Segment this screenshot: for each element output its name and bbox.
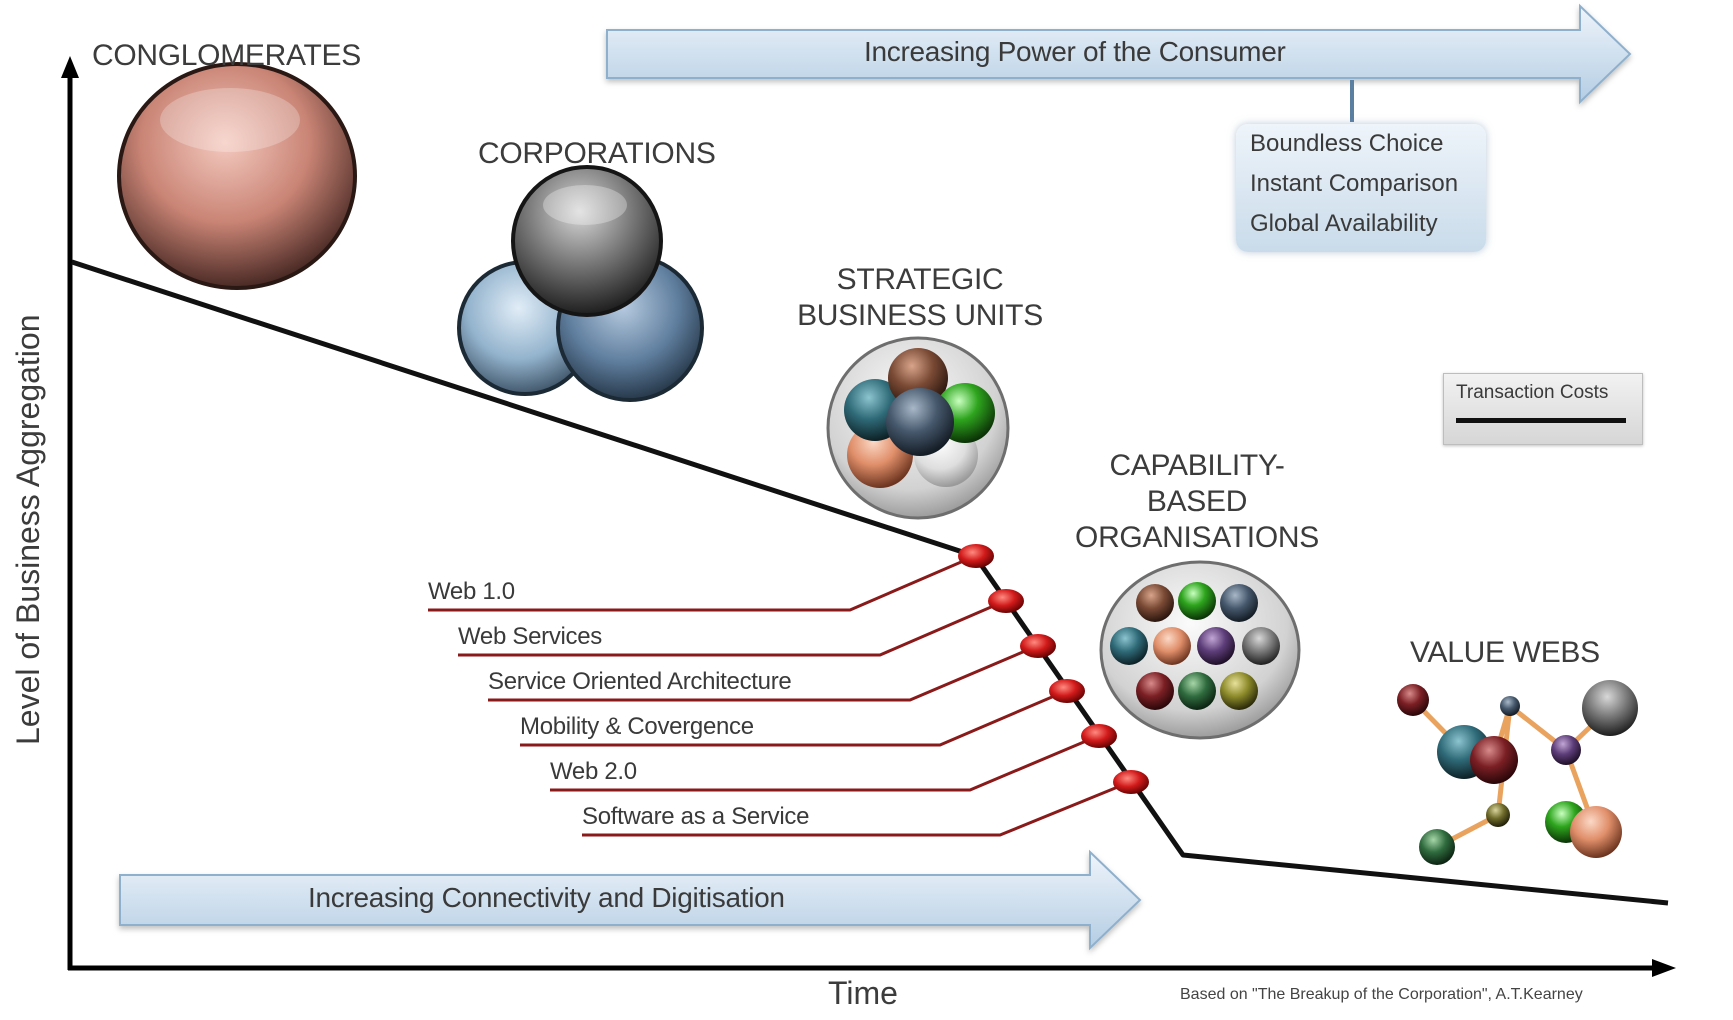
milestone-saas	[1113, 770, 1149, 794]
cbo-sphere-5	[1153, 627, 1191, 665]
leader-web-services	[458, 599, 1006, 657]
consumer-benefit: Instant Comparison	[1250, 170, 1459, 197]
conglomerates-graphic	[117, 62, 357, 290]
value-web-node-peach	[1570, 806, 1622, 858]
cbo-sphere-1	[1136, 584, 1174, 622]
stage-title-line: BUSINESS UNITS	[797, 299, 1043, 332]
sbu-graphic	[826, 336, 1010, 520]
stage-title-line: ORGANISATIONS	[1075, 521, 1319, 554]
y-axis-label: Level of Business Aggregation	[10, 314, 46, 745]
bottom-arrow-shape	[119, 849, 1142, 951]
stage-title-capability-based-organisations: CAPABILITY- BASED ORGANISATIONS	[1062, 448, 1332, 556]
value-web-node-slate	[1500, 696, 1520, 716]
technology-label: Mobility & Covergence	[520, 713, 754, 740]
x-axis-label: Time	[828, 975, 898, 1011]
corporation-highlight	[543, 185, 627, 225]
value-web-node-purple	[1551, 735, 1581, 765]
value-web-node-forest	[1419, 829, 1455, 865]
technology-leaders	[428, 554, 1131, 837]
stage-title-line: CORPORATIONS	[478, 137, 716, 170]
cbo-sphere-8	[1136, 672, 1174, 710]
milestone-web-services	[988, 589, 1024, 613]
transaction-cost-line	[71, 259, 1669, 906]
stage-title-corporations: CORPORATIONS	[478, 136, 716, 172]
milestones	[958, 544, 1149, 794]
cbo-sphere-6	[1197, 627, 1235, 665]
y-axis-arrowhead	[61, 56, 79, 78]
technology-label: Software as a Service	[582, 803, 810, 830]
leader-web-1-0	[428, 554, 976, 612]
source-credit: Based on "The Breakup of the Corporation…	[1180, 986, 1583, 1003]
leader-saas	[582, 780, 1131, 837]
cbo-sphere-10	[1220, 672, 1258, 710]
stage-title-conglomerates: CONGLOMERATES	[92, 38, 361, 74]
stage-title-line: CAPABILITY-	[1109, 449, 1285, 482]
technology-label: Web 1.0	[428, 578, 515, 605]
consumer-benefit: Boundless Choice	[1250, 130, 1444, 157]
technology-label: Web 2.0	[550, 758, 637, 785]
sbu-sphere-slate	[886, 388, 954, 456]
bottom-arrow	[119, 849, 1142, 951]
milestone-web-2-0	[1081, 724, 1117, 748]
bottom-arrow-label: Increasing Connectivity and Digitisation	[308, 882, 785, 913]
cbo-sphere-9	[1178, 672, 1216, 710]
conglomerate-sphere	[117, 62, 357, 290]
cbo-sphere-3	[1220, 584, 1258, 622]
consumer-benefits-box: Boundless Choice Instant Comparison Glob…	[1236, 124, 1486, 252]
stage-title-line: STRATEGIC	[836, 263, 1004, 296]
stage-title-strategic-business-units: STRATEGIC BUSINESS UNITS	[770, 262, 1070, 334]
consumer-benefit: Global Availability	[1250, 210, 1438, 237]
stage-title-line: VALUE WEBS	[1410, 636, 1600, 669]
legend-label: Transaction Costs	[1456, 382, 1609, 403]
milestone-web-1-0	[958, 544, 994, 568]
corporations-graphic	[457, 165, 704, 402]
conglomerate-highlight	[160, 88, 300, 152]
cbo-sphere-7	[1242, 627, 1280, 665]
stage-title-line: CONGLOMERATES	[92, 39, 361, 72]
cbo-sphere-2	[1178, 582, 1216, 620]
cbo-sphere-4	[1110, 627, 1148, 665]
stage-title-value-webs: VALUE WEBS	[1410, 635, 1600, 671]
top-arrow-shape	[606, 3, 1632, 105]
legend-swatch	[1456, 418, 1626, 423]
value-web-node-maroon	[1397, 684, 1429, 716]
axes	[61, 56, 1676, 977]
technology-label: Service Oriented Architecture	[488, 668, 792, 695]
value-webs-graphic	[1397, 680, 1638, 865]
milestone-mobility	[1049, 679, 1085, 703]
stage-title-line: BASED	[1146, 485, 1248, 518]
technology-label: Web Services	[458, 623, 603, 650]
leader-soa	[488, 644, 1038, 702]
corporation-sphere-top	[511, 165, 663, 317]
x-axis-arrowhead	[1652, 959, 1676, 977]
leader-mobility	[520, 689, 1067, 747]
top-arrow-label: Increasing Power of the Consumer	[864, 36, 1286, 67]
value-web-node-grey	[1582, 680, 1638, 736]
value-web-node-olive	[1486, 803, 1510, 827]
top-arrow	[606, 3, 1632, 105]
milestone-soa	[1020, 634, 1056, 658]
value-web-node-red	[1470, 736, 1518, 784]
cbo-graphic	[1099, 560, 1301, 740]
legend: Transaction Costs	[1443, 373, 1643, 445]
leader-web-2-0	[550, 734, 1099, 792]
